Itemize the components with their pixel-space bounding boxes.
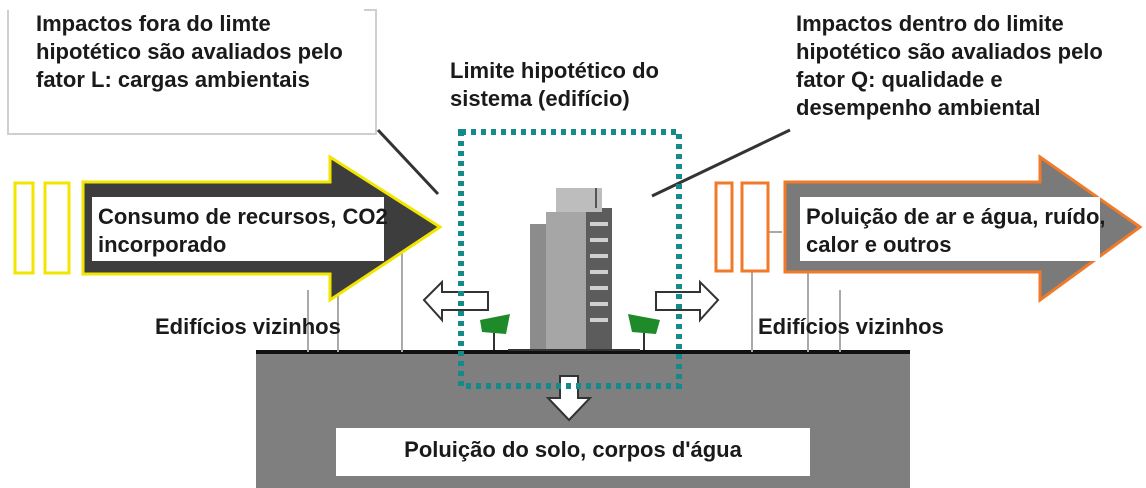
input-text-bg [92,197,384,261]
output-flow-label: Poluição de ar e água, ruído, calor e ou… [806,204,1106,257]
small-arrow-left [422,279,489,323]
output-stripe-2 [740,181,770,273]
soil-flow-label: Poluição do solo, corpos d'água [404,437,742,462]
input-flow-label: Consumo de recursos, CO2 incorporado [98,204,388,257]
tree-right [628,314,660,350]
neighbor-buildings-left [307,240,403,352]
input-stripe-2 [43,181,71,275]
neighbors-left-label: Edifícios vizinhos [155,314,341,339]
note-outside-boundary: Impactos fora do limte hipotético são av… [36,11,343,92]
note-inside-boundary: Impactos dentro do limite hipotético são… [796,11,1103,120]
small-arrow-down [545,375,593,422]
note-left-pointer [376,128,440,196]
tree-left [480,314,510,350]
output-stripe-1 [714,181,734,273]
system-boundary [458,129,682,389]
small-arrow-right [655,279,720,323]
main-building [530,188,612,350]
note-right-pointer [651,128,791,198]
note-left-frame [7,9,377,135]
soil-text-bg [336,428,810,476]
neighbors-right-label: Edifícios vizinhos [758,314,944,339]
boundary-label: Limite hipotético do sistema (edifício) [450,58,659,111]
output-text-bg [800,197,1100,261]
input-stripe-1 [13,181,35,275]
